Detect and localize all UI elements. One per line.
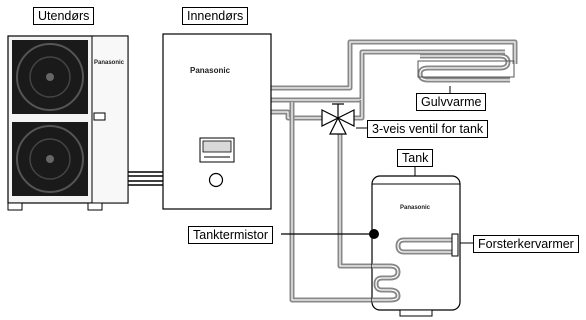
label-indoor: Innendørs [182, 7, 249, 25]
label-tank-thermistor: Tanktermistor [188, 226, 274, 244]
floor-heating-coil [417, 53, 515, 83]
refrigerant-pipes [128, 171, 163, 186]
label-outdoor: Utendørs [33, 7, 95, 25]
outdoor-brand-logo: Panasonic [94, 60, 125, 66]
label-three-way-valve: 3-veis ventil for tank [367, 120, 489, 138]
water-pipes [271, 39, 518, 303]
fan-grille-top [12, 40, 88, 114]
tank-thermistor [281, 229, 379, 239]
label-booster-heater: Forsterkervarmer [473, 235, 579, 253]
tank-brand-logo: Panasonic [400, 205, 431, 211]
label-floor-heating: Gulvvarme [416, 93, 487, 111]
outdoor-unit [7, 35, 129, 211]
fan-grille-bottom [12, 122, 88, 196]
label-tank: Tank [397, 149, 434, 167]
indoor-brand-logo: Panasonic [190, 66, 231, 75]
three-way-valve [321, 103, 355, 135]
indoor-unit [162, 33, 272, 210]
tank [371, 175, 461, 317]
